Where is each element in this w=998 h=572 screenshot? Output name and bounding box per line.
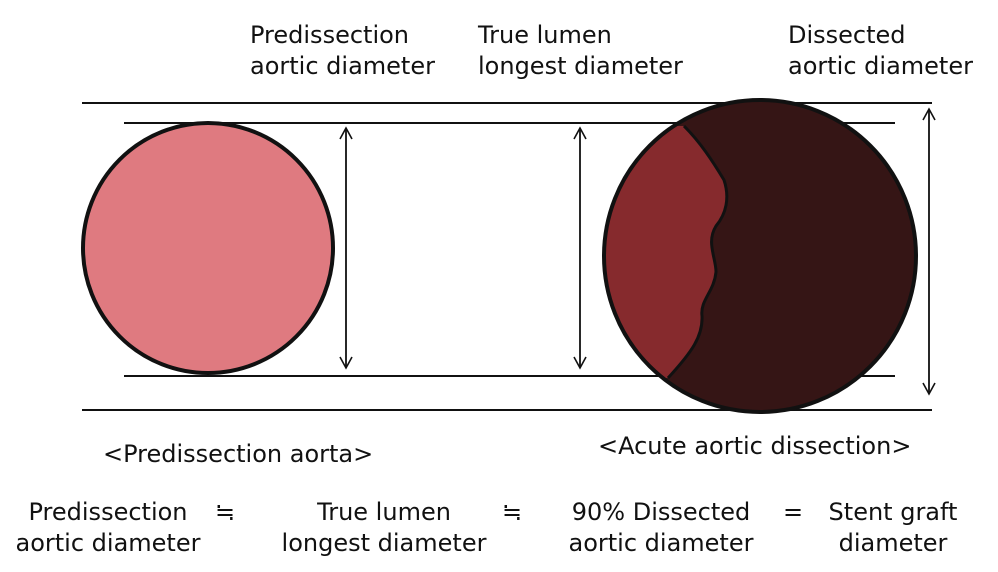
- predissection-aorta-caption: <Predissection aorta>: [103, 440, 374, 468]
- true-lumen: [604, 126, 727, 378]
- true-lumen-diameter-label: True lumen longest diameter: [478, 21, 683, 80]
- formula-term-stent-graft: Stent graft diameter: [828, 498, 958, 557]
- dissected-diameter-label: Dissected aortic diameter: [788, 21, 973, 80]
- dissected-aorta-outline: [602, 98, 918, 414]
- dissected-aorta: [602, 98, 918, 414]
- formula-operator-approx-1: ≒: [215, 498, 236, 526]
- intimal-flap: [666, 124, 729, 380]
- formula-operator-equals: =: [783, 498, 804, 526]
- predissection-aorta-circle: [81, 121, 335, 375]
- predissection-diameter-label: Predissection aortic diameter: [250, 21, 435, 80]
- formula-term-dissected: 90% Dissected aortic diameter: [568, 498, 754, 557]
- formula-term-true-lumen: True lumen longest diameter: [281, 498, 487, 557]
- formula-term-predissection: Predissection aortic diameter: [15, 498, 201, 557]
- formula-operator-approx-2: ≒: [502, 498, 523, 526]
- acute-dissection-caption: <Acute aortic dissection>: [598, 432, 912, 460]
